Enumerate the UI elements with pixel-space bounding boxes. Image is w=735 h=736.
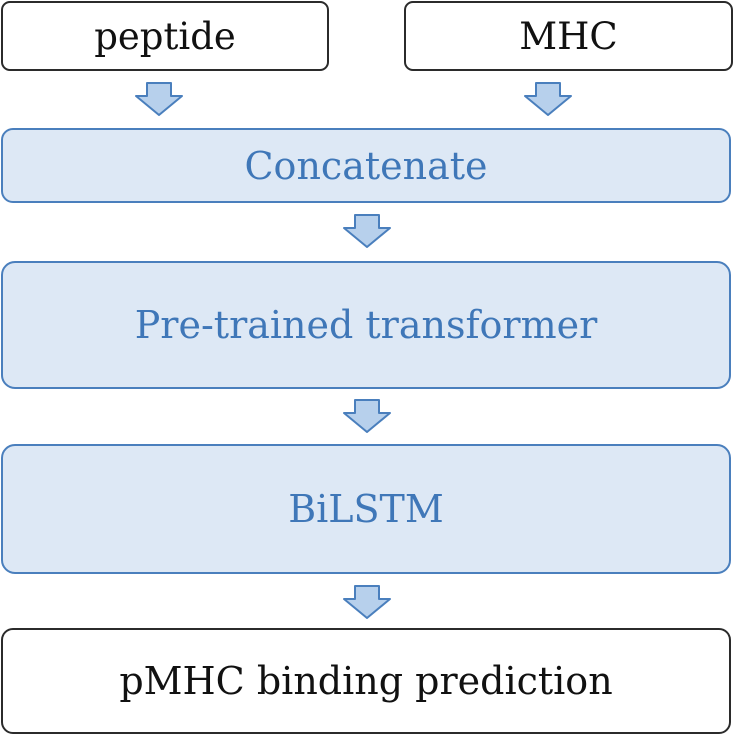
mhc-label: MHC [519,14,618,58]
arrow-concatenate-to-transformer [342,214,392,248]
arrow-bilstm-to-prediction [342,585,392,619]
bilstm-label: BiLSTM [288,487,444,531]
concatenate-box: Concatenate [1,128,731,203]
prediction-label: pMHC binding prediction [119,659,613,703]
arrow-mhc-to-concatenate [523,82,573,116]
peptide-label: peptide [94,14,236,58]
arrow-transformer-to-bilstm [342,399,392,433]
peptide-input-box: peptide [1,1,329,71]
mhc-input-box: MHC [404,1,733,71]
concatenate-label: Concatenate [244,143,488,188]
arrow-peptide-to-concatenate [134,82,184,116]
transformer-box: Pre-trained transformer [1,261,731,389]
prediction-output-box: pMHC binding prediction [1,628,731,734]
transformer-label: Pre-trained transformer [134,303,598,347]
bilstm-box: BiLSTM [1,444,731,574]
